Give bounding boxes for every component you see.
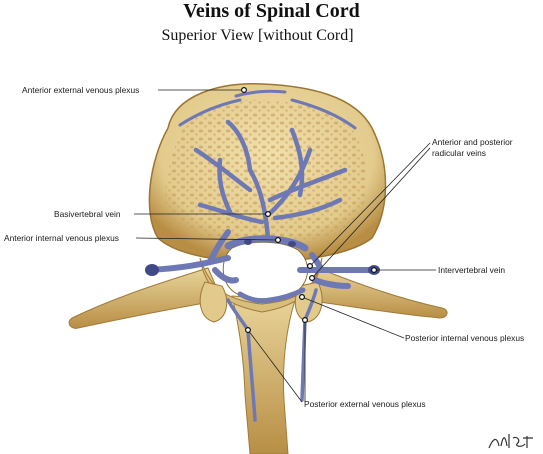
label-anterior-external-venous-plexus: Anterior external venous plexus bbox=[22, 85, 140, 95]
leader-dots bbox=[241, 86, 378, 334]
label-intervertebral-vein: Intervertebral vein bbox=[438, 265, 506, 275]
leader-radicular-2 bbox=[311, 147, 431, 279]
leader-anterior-internal bbox=[135, 237, 279, 241]
label-posterior-internal-venous-plexus: Posterior internal venous plexus bbox=[405, 333, 525, 343]
veins bbox=[145, 89, 380, 422]
left-articular-process bbox=[199, 281, 228, 323]
anterior-internal-venous-plexus bbox=[224, 235, 309, 252]
posterior-internal-venous-plexus bbox=[237, 287, 306, 304]
label-posterior-external-venous-plexus: Posterior external venous plexus bbox=[304, 399, 426, 409]
leader-lines bbox=[134, 89, 436, 403]
leader-posterior-external-a bbox=[247, 329, 303, 403]
page-title: Veins of Spinal Cord bbox=[183, 0, 360, 22]
label-basivertebral-vein: Basivertebral vein bbox=[54, 209, 121, 219]
anterior-external-venous-plexus bbox=[178, 89, 357, 130]
vertebral-arch bbox=[199, 257, 323, 313]
right-intervertebral-vein bbox=[297, 252, 378, 289]
label-radicular-veins-line2: radicular veins bbox=[432, 148, 486, 158]
page-subtitle: Superior View [without Cord] bbox=[161, 27, 354, 44]
artist-signature bbox=[488, 434, 533, 449]
right-transverse-process bbox=[304, 267, 448, 319]
vertebral-canal bbox=[222, 241, 308, 300]
label-radicular-veins-line1: Anterior and posterior bbox=[432, 137, 513, 147]
left-transverse-process bbox=[68, 267, 223, 329]
leader-radicular-1 bbox=[309, 142, 431, 267]
label-anterior-internal-venous-plexus: Anterior internal venous plexus bbox=[4, 233, 119, 243]
posterior-external-venous-plexus bbox=[226, 288, 318, 422]
leader-posterior-internal bbox=[301, 296, 405, 339]
left-intervertebral-vein bbox=[145, 229, 239, 284]
